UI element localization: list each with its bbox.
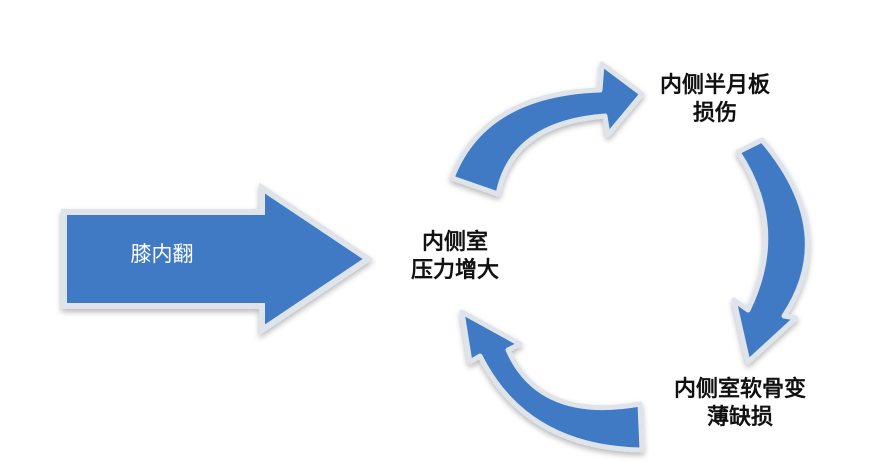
curved-arrow-to-meniscus (449, 61, 645, 197)
cartilage-line-1: 内侧室软骨变 (673, 377, 806, 402)
curved-arrow-to-cartilage (731, 137, 810, 365)
meniscus-line-1: 内侧半月板 (659, 73, 770, 98)
medial-meniscus-injury-label: 内侧半月板 损伤 (640, 72, 790, 128)
knee-varus-text: 膝内翻 (130, 242, 194, 266)
curved-arrow-to-center (459, 309, 645, 453)
medial-compartment-pressure-label: 内侧室 压力增大 (395, 229, 515, 285)
entry-arrow (61, 182, 374, 336)
cartilage-thinning-label: 内侧室软骨变 薄缺损 (640, 376, 840, 432)
meniscus-line-2: 损伤 (692, 101, 737, 126)
cartilage-line-2: 薄缺损 (706, 405, 773, 430)
center-line-2: 压力增大 (410, 258, 499, 283)
knee-varus-label: 膝内翻 (82, 240, 242, 268)
center-line-1: 内侧室 (421, 230, 488, 255)
